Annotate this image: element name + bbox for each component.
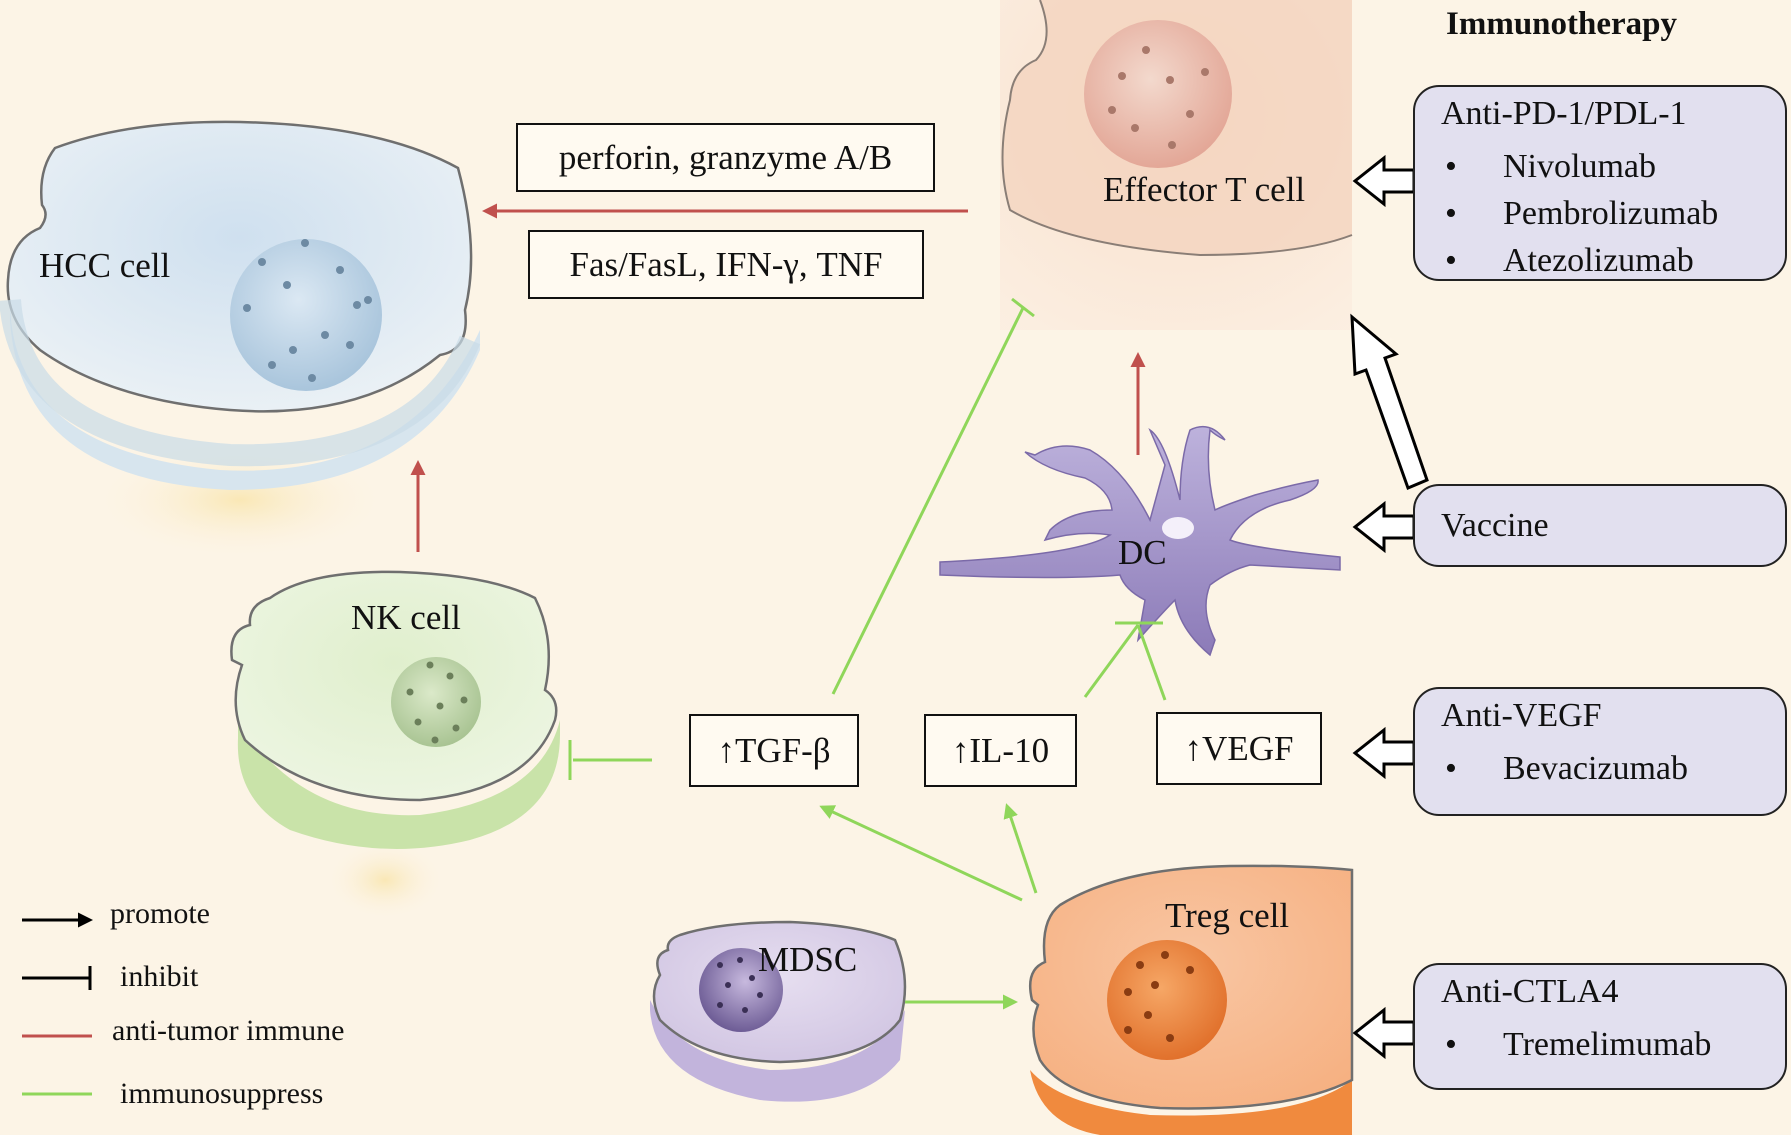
anti-ctla4-box: Anti-CTLA4 Tremelimumab: [1413, 963, 1787, 1090]
drug-atezolizumab: Atezolizumab: [1441, 237, 1718, 284]
hollow-arrow-pd1: [1352, 154, 1416, 208]
legend-inhibit-label: inhibit: [120, 960, 199, 993]
arrow-treg-to-il10: [1003, 803, 1038, 894]
dc-cell: [939, 425, 1341, 657]
drug-bevacizumab: Bevacizumab: [1441, 745, 1688, 792]
mdsc-nucleus: [699, 948, 783, 1032]
drug-nivolumab: Nivolumab: [1441, 143, 1718, 190]
hcc-cell-label: HCC cell: [39, 246, 171, 285]
nk-cell-label: NK cell: [351, 598, 461, 637]
effector-t-cell: [1000, 0, 1353, 330]
mdsc-label: MDSC: [758, 940, 858, 979]
inhibit-vegf-to-dc: [1136, 624, 1167, 701]
nk-cell: [230, 570, 560, 849]
legend-promote-label: promote: [110, 897, 210, 930]
tgf-box: ↑TGF-β: [689, 714, 859, 787]
vaccine-title: Vaccine: [1441, 507, 1549, 544]
hollow-arrow-vaccine: [1352, 500, 1416, 554]
treg-cell: [1028, 864, 1354, 1135]
anti-ctla4-title: Anti-CTLA4: [1441, 973, 1619, 1010]
anti-pd1-box: Anti-PD-1/PDL-1 Nivolumab Pembrolizumab …: [1413, 85, 1787, 284]
hollow-arrow-vaccine-to-effector: [1350, 313, 1429, 490]
hcc-cell: [0, 120, 481, 490]
hollow-arrow-ctla4: [1352, 1006, 1416, 1060]
fas-box: Fas/FasL, IFN-γ, TNF: [528, 230, 924, 299]
nk-nucleus: [391, 657, 481, 747]
treg-cell-label: Treg cell: [1165, 896, 1290, 935]
treg-nucleus: [1107, 940, 1227, 1060]
immunotherapy-heading: Immunotherapy: [1446, 6, 1678, 42]
inhibit-il10-to-dc: [1083, 624, 1140, 698]
vaccine-box: Vaccine: [1413, 484, 1787, 567]
legend-immunosuppress-label: immunosuppress: [120, 1077, 324, 1110]
il10-box: ↑IL-10: [924, 714, 1077, 787]
vegf-box: ↑VEGF: [1156, 712, 1322, 785]
hcc-nucleus: [230, 239, 382, 391]
hollow-arrow-vegf: [1352, 726, 1416, 780]
anti-vegf-box: Anti-VEGF Bevacizumab: [1413, 687, 1787, 816]
drug-tremelimumab: Tremelimumab: [1441, 1021, 1711, 1068]
effector-t-cell-label: Effector T cell: [1103, 170, 1306, 209]
anti-pd1-title: Anti-PD-1/PDL-1: [1441, 95, 1687, 132]
mdsc-cell: [650, 920, 907, 1102]
legend-anti-tumor-label: anti-tumor immune: [112, 1014, 345, 1047]
arrow-treg-to-tgf: [819, 805, 1023, 902]
perforin-box: perforin, granzyme A/B: [516, 123, 935, 192]
inhibit-tgf-to-effector: [831, 307, 1025, 695]
dc-label: DC: [1118, 533, 1167, 572]
anti-vegf-title: Anti-VEGF: [1441, 697, 1602, 734]
drug-pembrolizumab: Pembrolizumab: [1441, 190, 1718, 237]
effector-t-nucleus: [1084, 20, 1232, 168]
